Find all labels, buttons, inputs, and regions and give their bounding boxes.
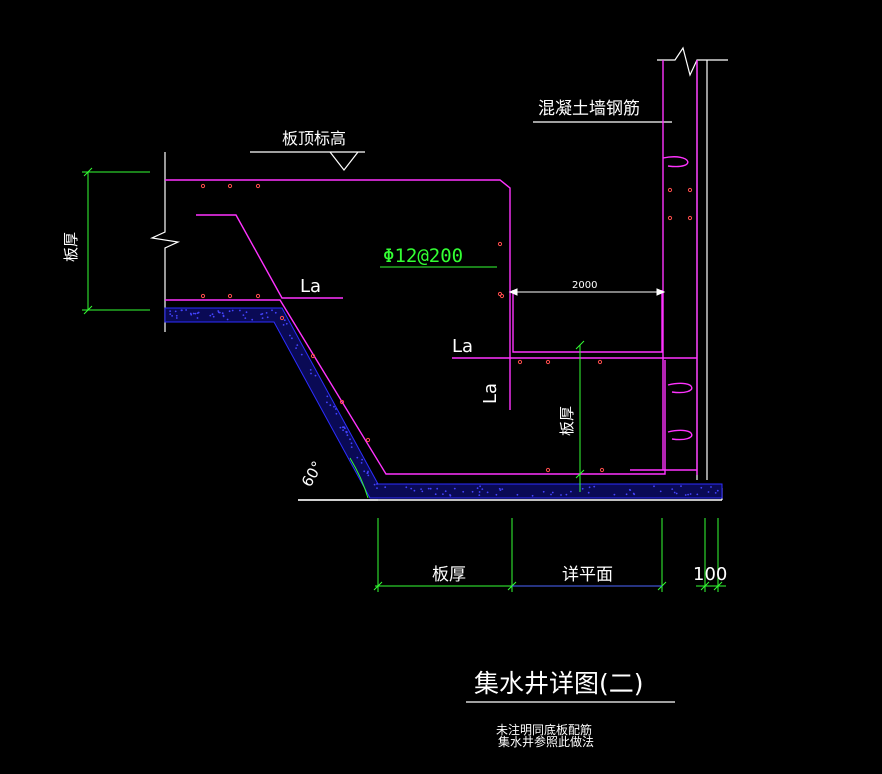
rebar-dot (546, 468, 549, 471)
rebar-dots (201, 184, 691, 471)
dim-bottom-right-label: 100 (693, 564, 727, 585)
rebar-dot (311, 354, 314, 357)
rebar-dot (688, 216, 691, 219)
dim-bottom-left-label: 板厚 (432, 565, 466, 585)
rebar-dot (668, 188, 671, 191)
slab-thickness-pit-label: 板厚 (558, 406, 576, 436)
rebar-dot (201, 294, 204, 297)
slab-thickness-left-label: 板厚 (62, 232, 80, 262)
rebar-dot (668, 216, 671, 219)
rebar-dot (598, 360, 601, 363)
drawing-title: 集水井详图(二) (474, 669, 644, 698)
pit-rebar-box (513, 290, 662, 352)
rebar-dot (546, 360, 549, 363)
rebar-dot (366, 438, 369, 441)
rebar-spec-label: Φ12@200 (383, 245, 463, 267)
rebar-dot (256, 294, 259, 297)
rebar-dot (256, 184, 259, 187)
wall-rebar-label: 混凝土墙钢筋 (538, 99, 640, 119)
rebar-dot (518, 360, 521, 363)
anchor-la-upper-label: La (300, 276, 321, 297)
note-line-2: 集水井参照此做法 (498, 734, 594, 749)
dim-2000-label: 2000 (572, 280, 597, 291)
left-break-line (152, 152, 178, 332)
dimension-lines (82, 168, 726, 592)
anchor-la-vertical-label: La (480, 383, 501, 404)
rebar-dot (688, 188, 691, 191)
slab-top-elevation-label: 板顶标高 (282, 129, 346, 148)
rebar-dot (600, 468, 603, 471)
structure-outline (152, 48, 728, 702)
rebar-dot (228, 294, 231, 297)
bottom-slab-rebar (165, 300, 665, 474)
dim-bottom-mid-label: 详平面 (562, 565, 613, 585)
wall-break-line (657, 48, 728, 75)
rebar-dot (500, 294, 503, 297)
rebar-dot (201, 184, 204, 187)
angle-label: 60° (298, 458, 327, 490)
rebar-dot (228, 184, 231, 187)
rebar-dot (498, 242, 501, 245)
anchor-la-middle-label: La (452, 336, 473, 357)
